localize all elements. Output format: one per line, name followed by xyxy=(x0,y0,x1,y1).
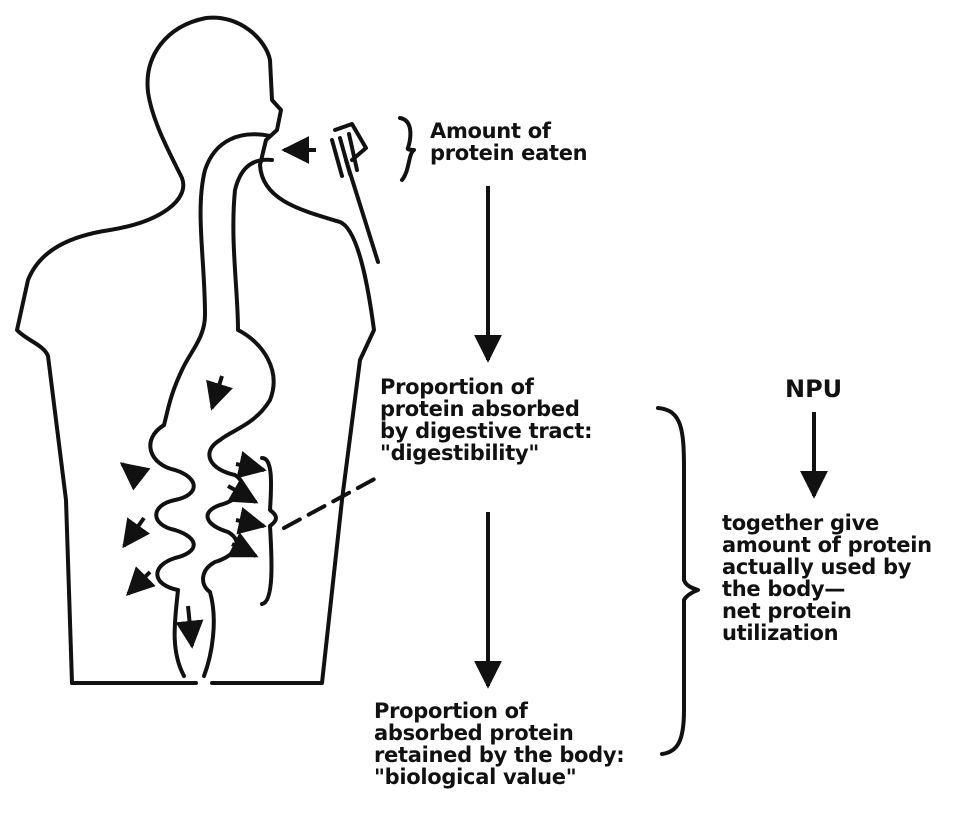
label-digestibility: Proportion of protein absorbed by digest… xyxy=(380,376,592,464)
bracket-intestine xyxy=(262,458,276,604)
arrow-out-3 xyxy=(128,572,150,594)
arrow-absorb-1 xyxy=(236,464,264,470)
bracket-amount xyxy=(400,118,414,180)
bracket-npu xyxy=(658,408,698,754)
arrow-stomach xyxy=(212,376,222,408)
label-npu-description: together give amount of protein actually… xyxy=(722,512,932,644)
arrow-colon xyxy=(188,606,192,646)
label-amount-eaten: Amount of protein eaten xyxy=(430,120,587,164)
arrow-out-1 xyxy=(122,464,140,478)
esophagus-inner xyxy=(220,160,274,440)
body-outline xyxy=(17,18,374,683)
intestine-right xyxy=(203,440,242,676)
arrow-out-2 xyxy=(124,518,144,546)
intestine-left xyxy=(150,425,193,676)
arrow-absorb-3 xyxy=(236,520,264,526)
label-npu: NPU xyxy=(785,378,842,400)
fork-tines xyxy=(332,124,366,176)
dashed-connector xyxy=(284,476,380,528)
label-biological-value: Proportion of absorbed protein retained … xyxy=(374,700,624,788)
